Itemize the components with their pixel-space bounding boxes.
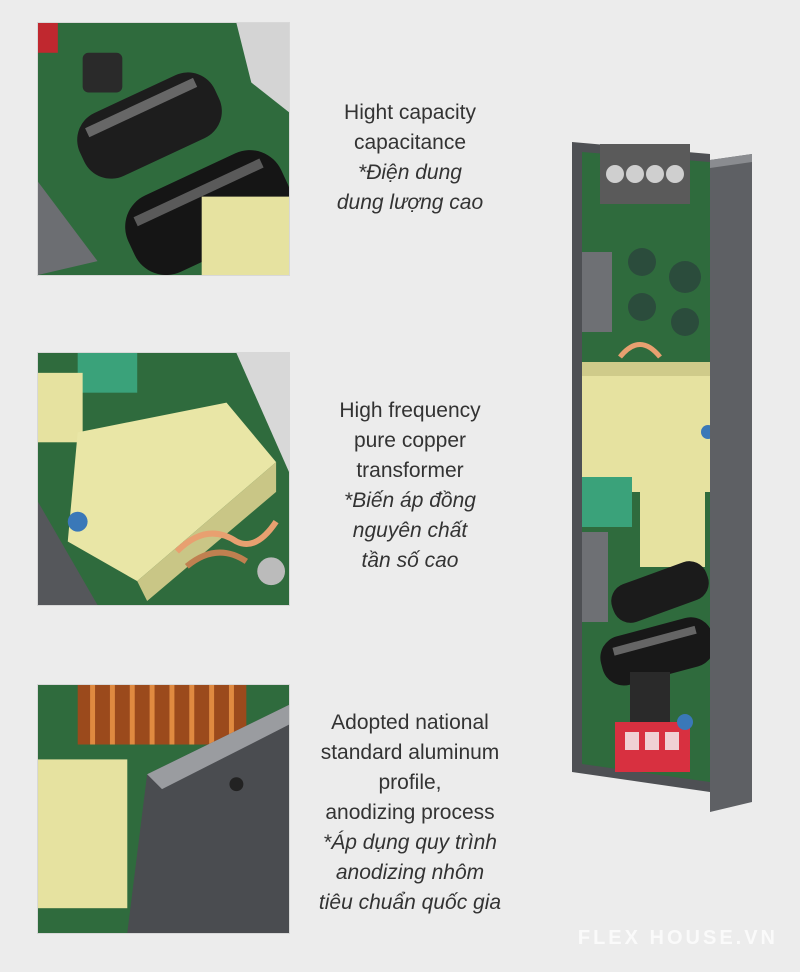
caption-vi-line: dung lượng cao [336,191,484,214]
feature-caption-transformer: High frequency pure copper transformer *… [305,396,515,576]
caption-vi-line: *Áp dụng quy trình [323,831,497,854]
caption-en-line: Adopted national [331,711,489,734]
caption-vi-line: nguyên chất [352,519,468,542]
caption-vi-line: *Điện dung [358,161,462,184]
caption-en-line: standard aluminum [320,741,500,764]
caption-en-line: capacitance [353,131,467,154]
caption-en-line: profile, [378,771,442,794]
caption-en-line: High frequency [339,399,481,422]
caption-vi-line: tần số cao [361,549,459,572]
aluminum-profile-illustration [38,685,289,933]
transformer-illustration [38,353,289,605]
caption-en-line: anodizing process [325,801,495,824]
feature-caption-aluminum: Adopted national standard aluminum profi… [295,708,525,918]
caption-en-line: Hight capacity [344,101,476,124]
caption-vi-line: anodizing nhôm [335,861,485,884]
power-supply-product-image [560,132,760,822]
caption-vi-line: *Biến áp đồng [344,489,476,512]
transformer-closeup-photo [37,352,290,606]
caption-vi-line: tiêu chuẩn quốc gia [318,891,502,914]
power-supply-illustration [572,142,752,812]
feature-caption-capacitance: Hight capacity capacitance *Điện dung du… [310,98,510,218]
capacitor-closeup-photo [37,22,290,276]
caption-en-line: transformer [356,459,464,482]
aluminum-profile-closeup-photo [37,684,290,934]
capacitor-illustration [38,23,289,275]
watermark-text: FLEX HOUSE.VN [577,927,778,949]
caption-en-line: pure copper [353,429,467,452]
